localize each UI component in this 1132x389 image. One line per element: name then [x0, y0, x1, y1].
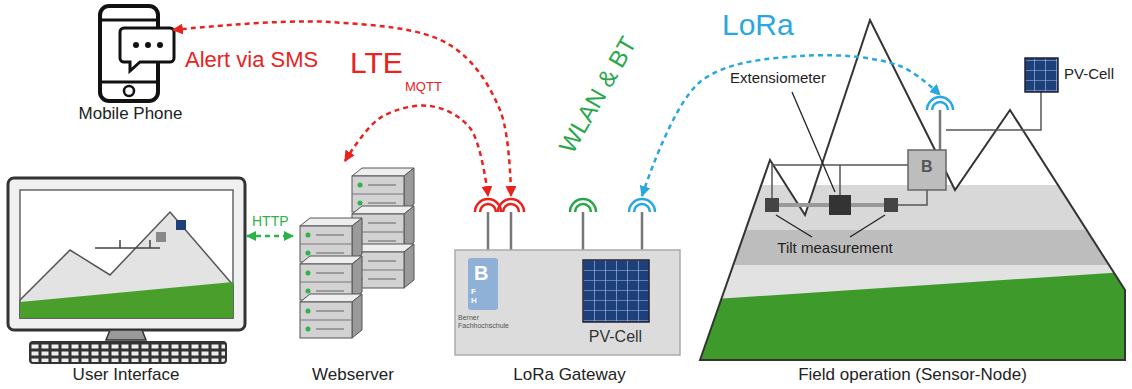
logo-text: Berner Fachhochschule	[458, 314, 514, 329]
node-label: LoRa Gateway	[513, 366, 625, 385]
screen-ground	[20, 282, 233, 318]
part-label: Extensiometer	[730, 70, 826, 87]
logo-letter: B	[921, 158, 933, 176]
gateway-housing	[455, 199, 680, 355]
sensor-box	[908, 150, 946, 190]
tilt-sensor	[884, 198, 898, 212]
node-label: Webserver	[312, 366, 394, 385]
phone-icon	[100, 6, 174, 101]
server-node: Webserver	[293, 160, 413, 388]
monitor-stand	[106, 330, 146, 340]
leader-line	[776, 215, 812, 237]
edge-label: MQTT	[405, 80, 442, 94]
server-stack	[300, 168, 414, 338]
node-label: User Interface	[73, 366, 180, 385]
sensor-wire	[772, 92, 1041, 205]
leader-line	[792, 92, 835, 192]
pv-panel	[1025, 58, 1058, 92]
node-label: Mobile Phone	[79, 105, 183, 124]
mountains	[700, 20, 1125, 360]
monitor-icon	[8, 178, 245, 363]
edge-label: HTTP	[252, 214, 289, 229]
bubble-dot	[145, 42, 151, 48]
logo-letter: F	[471, 288, 476, 297]
antenna-waves	[927, 97, 953, 110]
part-label: Tilt measurement	[775, 240, 895, 257]
logo-mark	[468, 258, 498, 310]
node-sublabel: PV-Cell	[589, 328, 642, 346]
edge-label: LoRa	[722, 8, 794, 41]
extensometer-body	[829, 195, 851, 215]
logo-letter: H	[471, 297, 477, 306]
leader-line	[850, 215, 885, 237]
screen-sensor	[95, 240, 160, 248]
pv-panel	[583, 260, 649, 322]
phone-button	[124, 86, 134, 96]
screen-sensor-box	[156, 232, 166, 242]
phone-line	[100, 81, 158, 84]
gateway-node: LoRa Gateway PV-Cell	[455, 195, 680, 388]
antenna	[939, 110, 942, 150]
monitor-node: User Interface	[5, 175, 247, 388]
gateway-box	[455, 250, 680, 355]
sensor-wire	[839, 165, 841, 195]
connector	[247, 235, 293, 238]
monitor-frame	[8, 178, 245, 330]
network-label: WLAN & BT	[554, 32, 642, 157]
bubble-dot	[133, 42, 139, 48]
network-label: LTE	[350, 46, 403, 79]
keyboard	[30, 342, 226, 363]
edge-label: Alert via SMS	[185, 48, 318, 72]
tilt-sensor	[765, 198, 779, 212]
connector	[642, 55, 940, 196]
connector	[345, 106, 488, 196]
part-label: PV-Cell	[1064, 66, 1114, 83]
screen-mountain	[20, 212, 233, 318]
monitor-screen	[20, 190, 233, 318]
speech-bubble	[120, 28, 174, 71]
logo-letter: B	[474, 262, 488, 284]
connector	[173, 21, 511, 196]
screen-pv	[176, 220, 186, 230]
node-label: Field operation (Sensor-Node)	[798, 366, 1027, 385]
phone-line	[100, 19, 158, 22]
phone-node: Mobile Phone	[70, 3, 195, 125]
bubble-dot	[157, 42, 163, 48]
